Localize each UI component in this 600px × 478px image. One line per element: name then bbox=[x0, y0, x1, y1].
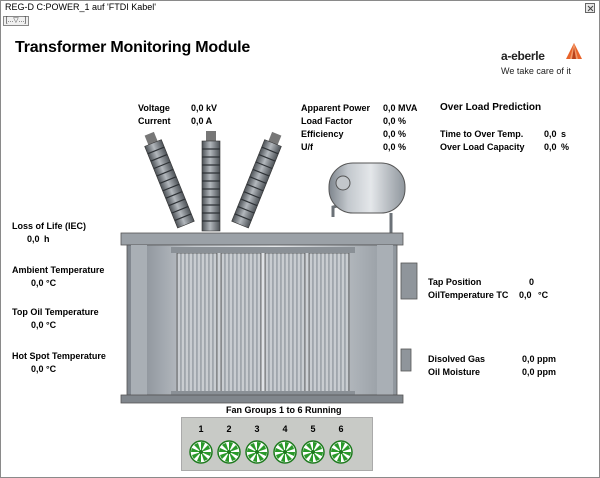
top-oil-temperature-value: 0,0 °C bbox=[31, 320, 57, 330]
apparent-power-label: Apparent Power bbox=[301, 103, 371, 113]
fan-icon bbox=[189, 440, 213, 464]
fan-number: 6 bbox=[338, 424, 344, 434]
efficiency-label: Efficiency bbox=[301, 129, 344, 139]
time-to-over-temp-label: Time to Over Temp. bbox=[440, 129, 524, 139]
fan-number: 1 bbox=[198, 424, 204, 434]
window-title: REG-D C:POWER_1 auf 'FTDI Kabel' bbox=[1, 1, 599, 15]
fan-number: 4 bbox=[282, 424, 288, 434]
disolved-gas-value: 0,0 ppm bbox=[522, 354, 557, 364]
voltage-value: 0,0 kV bbox=[191, 103, 218, 113]
fan-icon bbox=[329, 440, 353, 464]
loss-of-life-unit: h bbox=[44, 234, 50, 244]
load-factor-label: Load Factor bbox=[301, 116, 353, 126]
tap-changer-box bbox=[400, 262, 418, 300]
tap-position-label: Tap Position bbox=[428, 277, 482, 287]
fan-icon bbox=[273, 440, 297, 464]
load-factor-value: 0,0 % bbox=[383, 116, 407, 126]
oil-moisture-value: 0,0 ppm bbox=[522, 367, 557, 377]
fan-groups-title: Fan Groups 1 to 6 Running bbox=[226, 405, 342, 415]
efficiency-value: 0,0 % bbox=[383, 129, 407, 139]
overload-heading: Over Load Prediction bbox=[440, 102, 542, 113]
close-icon[interactable] bbox=[585, 3, 595, 13]
voltage-label: Voltage bbox=[138, 103, 170, 113]
conservator-tank bbox=[328, 162, 406, 241]
fan-icon bbox=[245, 440, 269, 464]
fan-group-6: 6 bbox=[327, 418, 355, 470]
oil-temperature-tc-unit: °C bbox=[538, 290, 549, 300]
fan-number: 3 bbox=[254, 424, 260, 434]
over-load-capacity-label: Over Load Capacity bbox=[440, 142, 525, 152]
fan-icon bbox=[217, 440, 241, 464]
logo-name: a-eberle bbox=[501, 49, 545, 63]
bushing-center bbox=[201, 131, 221, 232]
current-label: Current bbox=[138, 116, 171, 126]
oil-temperature-tc-value: 0,0 bbox=[519, 290, 532, 300]
bushing-left bbox=[144, 131, 195, 229]
menu-dropdown-button[interactable]: [...▽...] bbox=[3, 16, 29, 26]
fan-group-1: 1 bbox=[187, 418, 215, 470]
main-tank bbox=[120, 232, 404, 404]
hot-spot-temperature-label: Hot Spot Temperature bbox=[12, 351, 106, 361]
apparent-power-value: 0,0 MVA bbox=[383, 103, 418, 113]
logo-tagline: We take care of it bbox=[501, 66, 571, 76]
oil-temperature-tc-label: OilTemperature TC bbox=[428, 290, 509, 300]
fan-group-3: 3 bbox=[243, 418, 271, 470]
uf-value: 0,0 % bbox=[383, 142, 407, 152]
fan-icon bbox=[301, 440, 325, 464]
company-logo: a-eberle We take care of it bbox=[501, 43, 587, 79]
oil-moisture-label: Oil Moisture bbox=[428, 367, 481, 377]
ambient-temperature-value: 0,0 °C bbox=[31, 278, 57, 288]
logo-triangle-icon bbox=[566, 43, 582, 59]
over-load-capacity-value: 0,0 bbox=[544, 142, 557, 152]
hot-spot-temperature-value: 0,0 °C bbox=[31, 364, 57, 374]
fan-group-4: 4 bbox=[271, 418, 299, 470]
time-to-over-temp-value: 0,0 bbox=[544, 129, 557, 139]
transformer-illustration bbox=[120, 131, 418, 404]
sensor-box bbox=[400, 348, 412, 372]
fan-groups-panel: 1 2 bbox=[181, 417, 373, 471]
tap-position-value: 0 bbox=[529, 277, 535, 287]
fan-number: 5 bbox=[310, 424, 316, 434]
fan-group-5: 5 bbox=[299, 418, 327, 470]
disolved-gas-label: Disolved Gas bbox=[428, 354, 486, 364]
loss-of-life-value: 0,0 bbox=[27, 234, 40, 244]
over-load-capacity-unit: % bbox=[561, 142, 570, 152]
top-oil-temperature-label: Top Oil Temperature bbox=[12, 307, 99, 317]
time-to-over-temp-unit: s bbox=[561, 129, 567, 139]
fan-number: 2 bbox=[226, 424, 232, 434]
fan-group-2: 2 bbox=[215, 418, 243, 470]
current-value: 0,0 A bbox=[191, 116, 213, 126]
loss-of-life-label: Loss of Life (IEC) bbox=[12, 221, 86, 231]
bushing-right bbox=[231, 131, 282, 229]
ambient-temperature-label: Ambient Temperature bbox=[12, 265, 105, 275]
page-title: Transformer Monitoring Module bbox=[15, 39, 251, 56]
uf-label: U/f bbox=[301, 142, 313, 152]
